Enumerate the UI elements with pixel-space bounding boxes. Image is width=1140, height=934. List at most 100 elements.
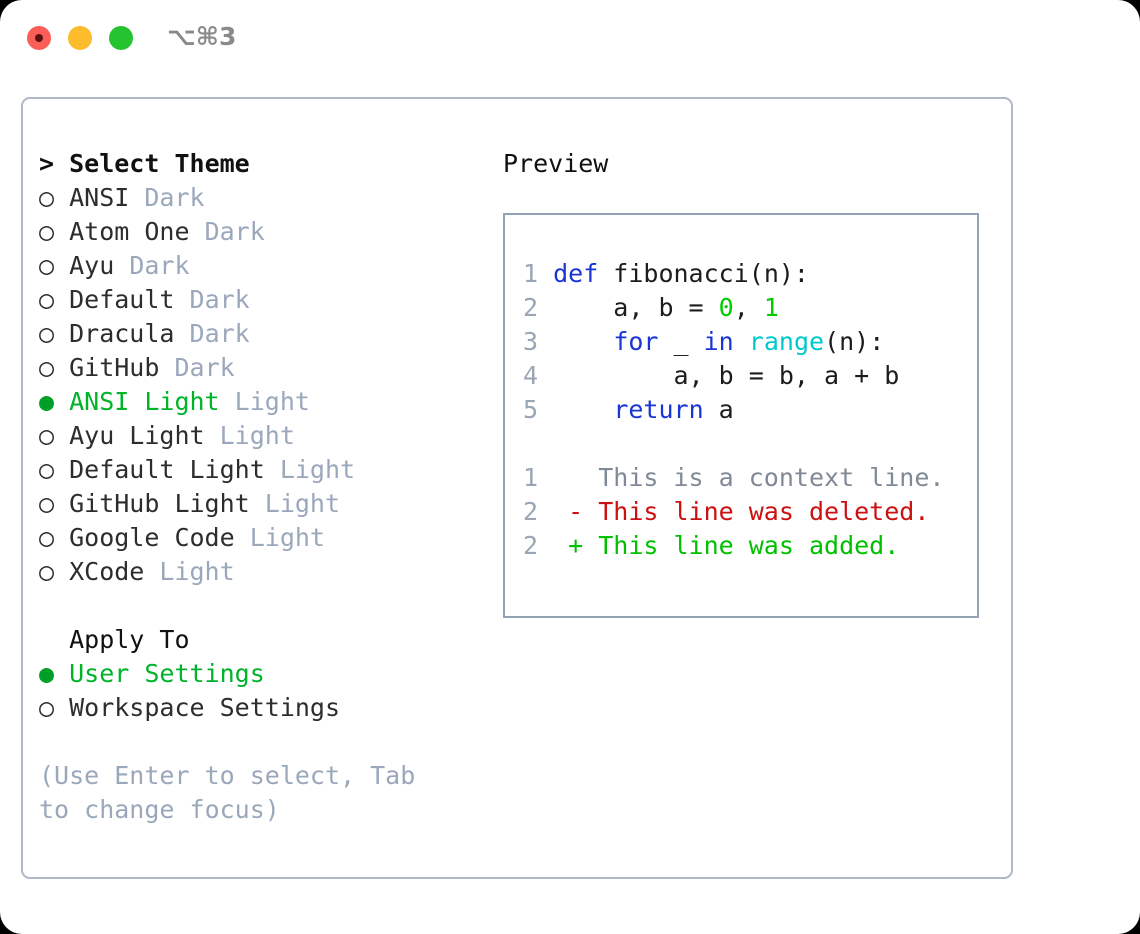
- code-line-4: 4 a, b = b, a + b: [523, 359, 977, 393]
- theme-option-label: Dracula: [54, 319, 190, 348]
- code-token: range: [748, 327, 825, 356]
- code-token: in: [703, 327, 734, 356]
- diff-line-3: 2 + This line was added.: [523, 529, 977, 563]
- theme-selector-dialog: > Select Theme ○ ANSI Dark○ Atom One Dar…: [21, 97, 1013, 879]
- code-token: for: [613, 327, 659, 356]
- theme-option-11[interactable]: ○ XCode Light: [39, 555, 489, 589]
- diff-line-1: 1 This is a context line.: [523, 461, 977, 495]
- line-number: 3: [523, 327, 539, 356]
- diff-line-2: 2 - This line was deleted.: [523, 495, 977, 529]
- theme-option-label: ANSI: [54, 183, 145, 212]
- radio-icon: ○: [39, 557, 55, 586]
- radio-selected-icon: ●: [39, 387, 55, 416]
- theme-variant-badge: Light: [234, 387, 310, 416]
- theme-option-label: Ayu Light: [54, 421, 220, 450]
- diff-text: - This line was deleted.: [553, 497, 930, 526]
- keyboard-shortcut-label: ⌥⌘3: [167, 22, 237, 51]
- line-number: 2: [523, 497, 539, 526]
- radio-icon: ○: [39, 353, 55, 382]
- radio-icon: ○: [39, 523, 55, 552]
- diff-text: + This line was added.: [553, 531, 900, 560]
- apply-to-options: ● User Settings○ Workspace Settings: [39, 657, 489, 725]
- code-token: a, b = b, a + b: [553, 361, 900, 390]
- minimize-button[interactable]: [68, 26, 92, 50]
- code-line-5: 5 return a: [523, 393, 977, 427]
- line-number: 1: [523, 463, 539, 492]
- code-token: [553, 395, 613, 424]
- code-token: ,: [733, 293, 764, 322]
- line-number: 1: [523, 259, 539, 288]
- theme-list: ○ ANSI Dark○ Atom One Dark○ Ayu Dark○ De…: [39, 181, 489, 589]
- theme-option-label: Atom One: [54, 217, 205, 246]
- code-token: def: [553, 259, 599, 288]
- theme-option-1[interactable]: ○ Atom One Dark: [39, 215, 489, 249]
- close-button[interactable]: [27, 26, 51, 50]
- theme-option-label: GitHub: [54, 353, 175, 382]
- radio-icon: ○: [39, 489, 55, 518]
- window-controls: [27, 26, 133, 50]
- theme-option-5[interactable]: ○ GitHub Dark: [39, 351, 489, 385]
- radio-icon: ○: [39, 421, 55, 450]
- line-number: 2: [523, 531, 539, 560]
- radio-icon: ○: [39, 217, 55, 246]
- theme-list-pane: > Select Theme ○ ANSI Dark○ Atom One Dar…: [39, 147, 489, 827]
- theme-variant-badge: Light: [279, 455, 356, 484]
- theme-option-3[interactable]: ○ Default Dark: [39, 283, 489, 317]
- theme-option-label: XCode: [54, 557, 160, 586]
- code-token: 0: [718, 293, 734, 322]
- theme-variant-badge: Light: [249, 523, 325, 552]
- code-token: a: [703, 395, 734, 424]
- preview-title: Preview: [503, 149, 609, 178]
- theme-option-6[interactable]: ● ANSI Light Light: [39, 385, 489, 419]
- radio-selected-icon: ●: [39, 659, 55, 688]
- diff-text: This is a context line.: [553, 463, 945, 492]
- theme-variant-badge: Dark: [144, 183, 205, 212]
- theme-option-9[interactable]: ○ GitHub Light Light: [39, 487, 489, 521]
- theme-variant-badge: Light: [159, 557, 235, 586]
- line-number: 4: [523, 361, 539, 390]
- theme-variant-badge: Dark: [189, 319, 250, 348]
- theme-option-label: Default: [54, 285, 190, 314]
- apply-to-option-1[interactable]: ○ Workspace Settings: [39, 691, 489, 725]
- code-token: [553, 327, 613, 356]
- theme-option-8[interactable]: ○ Default Light Light: [39, 453, 489, 487]
- theme-option-label: ANSI Light: [54, 387, 235, 416]
- theme-variant-badge: Dark: [204, 217, 265, 246]
- titlebar: ⌥⌘3: [0, 0, 1140, 78]
- code-token: _: [658, 327, 704, 356]
- apply-to-option-label: Workspace Settings: [54, 693, 341, 722]
- code-token: a, b =: [553, 293, 719, 322]
- maximize-button[interactable]: [109, 26, 133, 50]
- theme-option-7[interactable]: ○ Ayu Light Light: [39, 419, 489, 453]
- code-token: return: [613, 395, 704, 424]
- theme-option-label: Ayu: [54, 251, 130, 280]
- radio-icon: ○: [39, 455, 55, 484]
- theme-option-0[interactable]: ○ ANSI Dark: [39, 181, 489, 215]
- keyboard-hint: (Use Enter to select, Tab to change focu…: [39, 761, 431, 824]
- theme-option-10[interactable]: ○ Google Code Light: [39, 521, 489, 555]
- theme-option-2[interactable]: ○ Ayu Dark: [39, 249, 489, 283]
- radio-icon: ○: [39, 251, 55, 280]
- theme-variant-badge: Dark: [129, 251, 190, 280]
- theme-option-label: GitHub Light: [54, 489, 265, 518]
- theme-option-4[interactable]: ○ Dracula Dark: [39, 317, 489, 351]
- code-diff-spacer: [523, 427, 977, 461]
- line-number: 2: [523, 293, 539, 322]
- apply-to-title: Apply To: [39, 625, 190, 654]
- apply-to-option-0[interactable]: ● User Settings: [39, 657, 489, 691]
- code-token: [734, 327, 749, 356]
- code-token: (n):: [824, 327, 885, 356]
- theme-option-label: Google Code: [54, 523, 250, 552]
- theme-variant-badge: Light: [264, 489, 341, 518]
- theme-list-header: > Select Theme: [39, 149, 250, 178]
- code-line-3: 3 for _ in range(n):: [523, 325, 977, 359]
- radio-icon: ○: [39, 693, 55, 722]
- theme-option-label: Default Light: [54, 455, 280, 484]
- diff-sample: 1 This is a context line.2 - This line w…: [523, 461, 977, 563]
- theme-variant-badge: Dark: [174, 353, 235, 382]
- radio-icon: ○: [39, 183, 55, 212]
